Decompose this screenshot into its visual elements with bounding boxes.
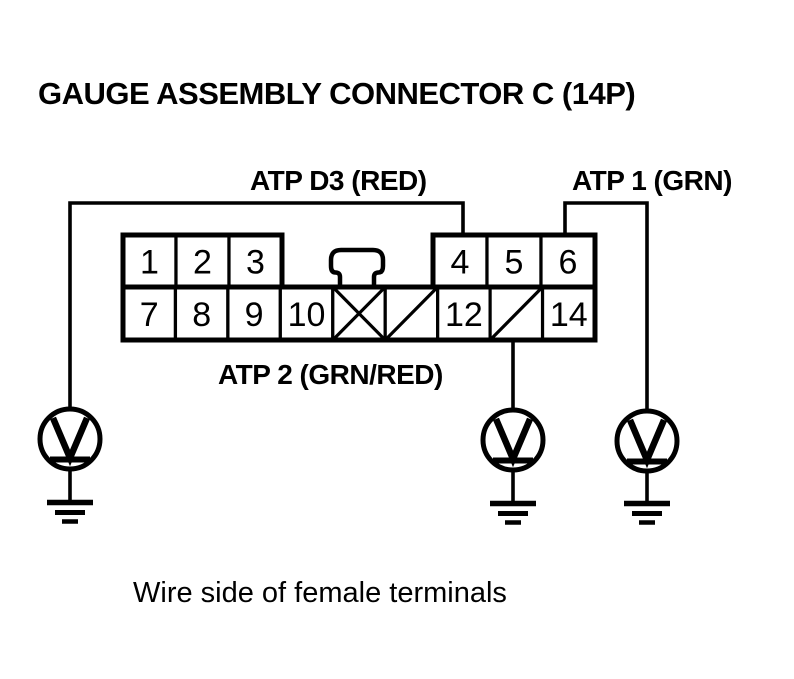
voltmeter-v-icon	[627, 418, 667, 469]
no-terminal-x-icon	[333, 287, 385, 340]
pin-9-label: 9	[245, 296, 264, 334]
pin-14-label: 14	[550, 296, 588, 334]
pin-8-label: 8	[192, 296, 211, 334]
wire-atp-1	[563, 201, 649, 411]
pin-1-label: 1	[140, 244, 159, 282]
ground-symbol-icon	[47, 499, 93, 524]
voltmeter-v-icon	[493, 417, 533, 468]
voltmeter-right	[614, 408, 680, 525]
voltmeter-middle	[480, 407, 546, 525]
label-atp-1: ATP 1 (GRN)	[572, 165, 732, 196]
pin-12-label: 12	[445, 296, 483, 334]
label-atp-d3: ATP D3 (RED)	[250, 165, 427, 196]
connector-bottom-outline	[120, 284, 598, 343]
voltmeter-v-icon	[50, 416, 90, 467]
voltmeter-left	[37, 406, 103, 524]
label-atp-2: ATP 2 (GRN/RED)	[218, 359, 443, 390]
caption-wire-side: Wire side of female terminals	[133, 577, 507, 609]
ground-symbol-icon	[490, 500, 536, 525]
connector-latch-icon	[328, 247, 386, 288]
pin-5-label: 5	[505, 244, 524, 282]
ground-symbol-icon	[624, 500, 670, 525]
page-title: GAUGE ASSEMBLY CONNECTOR C (14P)	[38, 76, 635, 111]
no-terminal-slash-icon	[385, 287, 438, 340]
pin-10-label: 10	[288, 296, 326, 334]
connector-cell	[227, 233, 284, 289]
pin-4-label: 4	[451, 244, 470, 282]
connector-cell	[173, 285, 230, 342]
connector-cell	[226, 285, 282, 342]
pin-6-label: 6	[559, 244, 578, 282]
no-terminal-slash-icon	[490, 287, 543, 340]
pin-2-label: 2	[193, 244, 212, 282]
pin-7-label: 7	[140, 296, 159, 334]
wire-atp-d3	[68, 201, 465, 409]
connector-cell	[436, 285, 492, 342]
pin-3-label: 3	[246, 244, 265, 282]
